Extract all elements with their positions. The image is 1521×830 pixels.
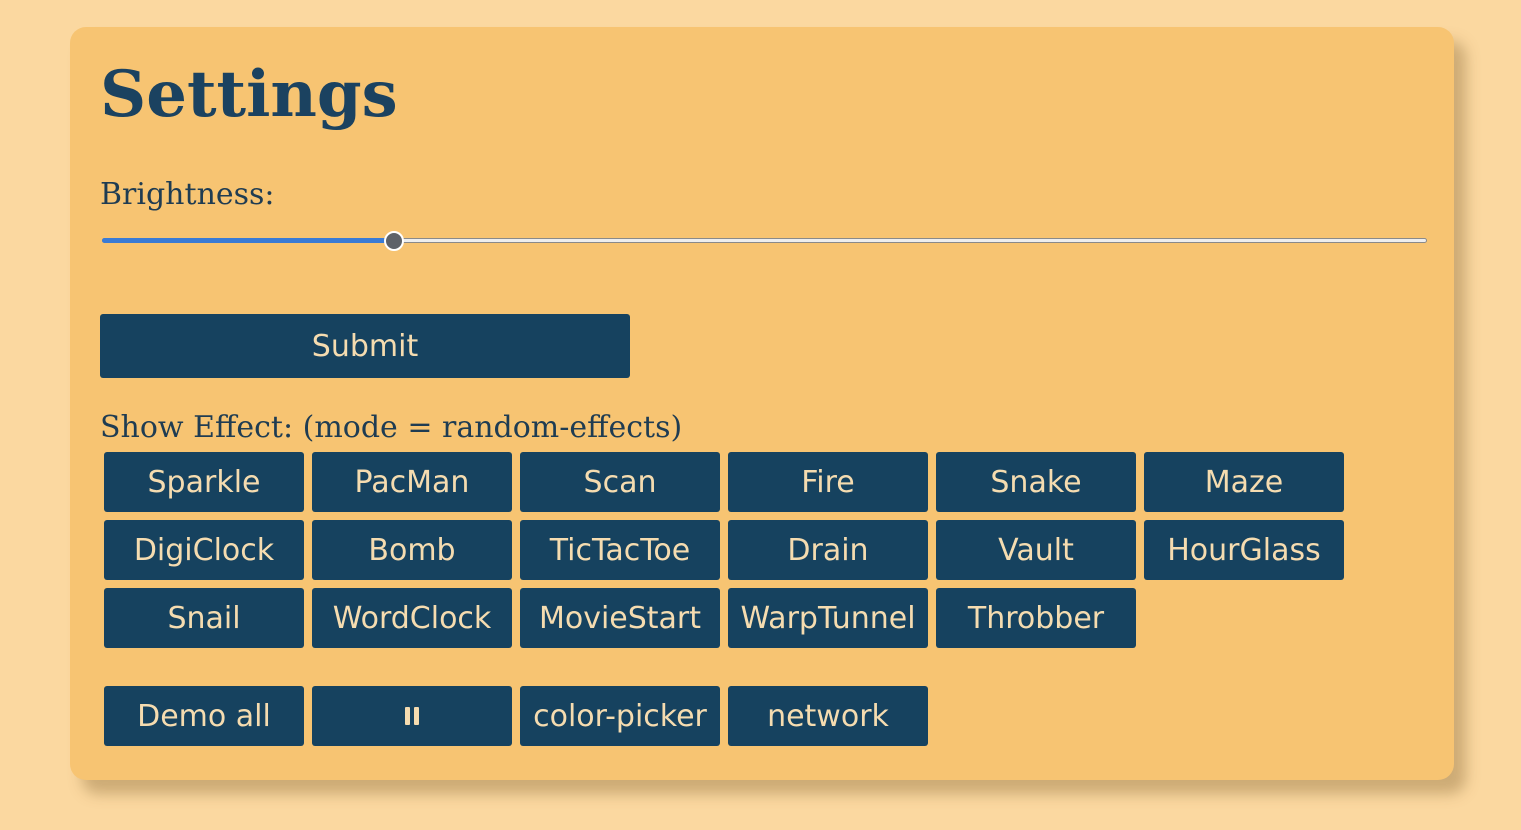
pause-icon — [405, 707, 419, 725]
effect-button-wordclock[interactable]: WordClock — [312, 588, 512, 648]
effect-button-throbber[interactable]: Throbber — [936, 588, 1136, 648]
settings-card — [70, 27, 1454, 780]
effect-button-scan[interactable]: Scan — [520, 452, 720, 512]
effect-button-snake[interactable]: Snake — [936, 452, 1136, 512]
effect-button-sparkle[interactable]: Sparkle — [104, 452, 304, 512]
effect-button-fire[interactable]: Fire — [728, 452, 928, 512]
page-title: Settings — [100, 57, 398, 132]
slider-fill — [102, 238, 394, 243]
effect-button-hourglass[interactable]: HourGlass — [1144, 520, 1344, 580]
slider-thumb[interactable] — [384, 231, 404, 251]
effect-button-vault[interactable]: Vault — [936, 520, 1136, 580]
brightness-slider[interactable] — [102, 231, 1427, 251]
color-picker-button[interactable]: color-picker — [520, 686, 720, 746]
network-button[interactable]: network — [728, 686, 928, 746]
effect-button-maze[interactable]: Maze — [1144, 452, 1344, 512]
effect-button-warptunnel[interactable]: WarpTunnel — [728, 588, 928, 648]
effect-button-snail[interactable]: Snail — [104, 588, 304, 648]
effect-button-digiclock[interactable]: DigiClock — [104, 520, 304, 580]
effect-button-pacman[interactable]: PacMan — [312, 452, 512, 512]
demo-all-button[interactable]: Demo all — [104, 686, 304, 746]
effect-button-moviestart[interactable]: MovieStart — [520, 588, 720, 648]
submit-button[interactable]: Submit — [100, 314, 630, 378]
brightness-label: Brightness: — [100, 177, 275, 212]
pause-button[interactable] — [312, 686, 512, 746]
effect-button-drain[interactable]: Drain — [728, 520, 928, 580]
effect-button-bomb[interactable]: Bomb — [312, 520, 512, 580]
show-effect-label: Show Effect: (mode = random-effects) — [100, 410, 683, 445]
effect-button-tictactoe[interactable]: TicTacToe — [520, 520, 720, 580]
